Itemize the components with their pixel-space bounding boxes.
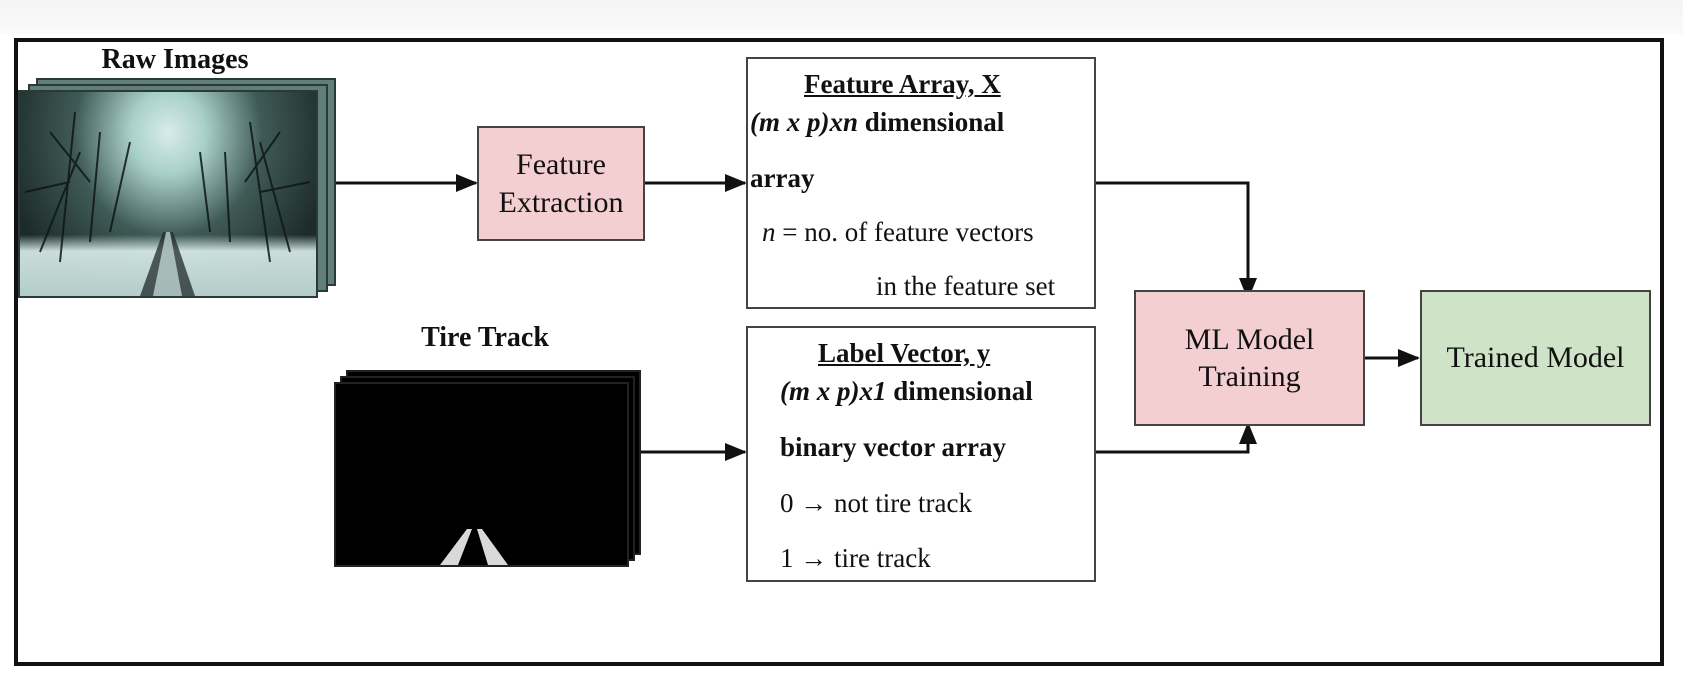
feature-array-line4: in the feature set bbox=[876, 271, 1056, 301]
label-vector-box: Label Vector, y (m x p)x1 dimensional bi… bbox=[746, 326, 1096, 582]
arrow-label-vector-to-training bbox=[1095, 422, 1257, 454]
ml-model-training-box: ML Model Training bbox=[1134, 290, 1365, 426]
feature-array-line2: array bbox=[750, 163, 815, 193]
feature-array-title: Feature Array, X bbox=[804, 69, 1001, 99]
raw-images-title: Raw Images bbox=[101, 44, 249, 75]
ml-training-line1: ML Model bbox=[1184, 322, 1315, 356]
feature-extraction-box: Feature Extraction bbox=[477, 126, 645, 241]
label-vector-line3: 0 → not tire track bbox=[780, 488, 972, 518]
feature-array-n-definition: n = no. of feature vectors bbox=[762, 217, 1034, 248]
label-vector-line2: binary vector array bbox=[780, 432, 1006, 462]
ml-training-line2: Training bbox=[1198, 360, 1301, 393]
page-top-shade bbox=[0, 0, 1683, 34]
trained-model-box: Trained Model bbox=[1420, 290, 1651, 426]
feature-array-n-text: = no. of feature vectors bbox=[775, 217, 1034, 247]
tire-track-stack bbox=[334, 370, 644, 570]
label-vector-dims-text: dimensional bbox=[886, 376, 1033, 406]
feature-array-dims: (m x p)xn dimensional bbox=[750, 107, 1004, 138]
trained-model-label: Trained Model bbox=[1446, 341, 1625, 375]
label-vector-title: Label Vector, y bbox=[818, 338, 991, 368]
feature-array-box: Feature Array, X (m x p)xn dimensional a… bbox=[746, 57, 1096, 309]
arrow-feature-array-to-training bbox=[1095, 181, 1257, 300]
raw-images-stack bbox=[18, 78, 338, 298]
label-vector-line4: 1 → tire track bbox=[780, 543, 931, 573]
tire-track-mask bbox=[334, 382, 629, 567]
feature-array-dims-expression: (m x p)xn bbox=[750, 107, 858, 137]
label-vector-dims: (m x p)x1 dimensional bbox=[780, 376, 1033, 407]
feature-array-dims-text: dimensional bbox=[858, 107, 1005, 137]
feature-extraction-line1: Feature bbox=[516, 148, 606, 181]
tire-track-title: Tire Track bbox=[421, 322, 549, 353]
feature-array-n-variable: n bbox=[762, 217, 776, 247]
feature-extraction-line2: Extraction bbox=[498, 185, 624, 219]
label-vector-dims-expression: (m x p)x1 bbox=[780, 376, 887, 406]
raw-image-winter-road bbox=[18, 90, 318, 298]
